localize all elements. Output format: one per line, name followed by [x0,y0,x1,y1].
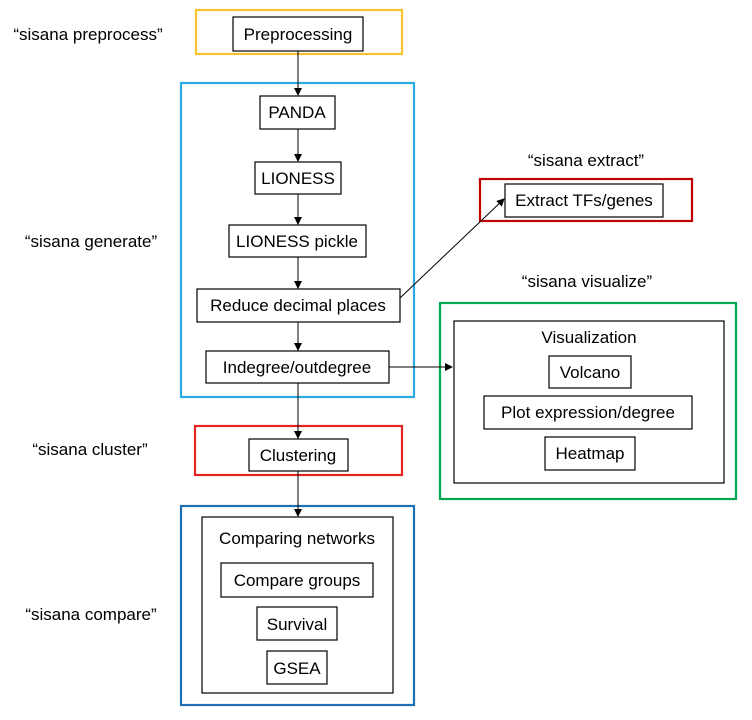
plot-expression-box [483,395,693,430]
compare-command: “sisana compare” [25,605,157,624]
lioness-label: LIONESS [261,169,335,188]
extract-frame [478,177,694,223]
degree-label: Indegree/outdegree [223,358,371,377]
visualize-frame [438,301,738,501]
preprocessing-box [232,16,364,52]
visualization-label: Visualization [541,328,636,347]
volcano-label: Volcano [560,363,621,382]
visualize-command: “sisana visualize” [522,272,653,291]
lioness-box [254,161,342,195]
clustering-label: Clustering [260,446,337,465]
cluster-command: “sisana cluster” [32,440,148,459]
panda-label: PANDA [268,103,326,122]
degree-box [205,350,390,384]
survival-label: Survival [267,615,327,634]
gsea-label: GSEA [273,659,321,678]
extract-label: Extract TFs/genes [515,191,653,210]
comparing-networks-label: Comparing networks [219,529,375,548]
extract-command: “sisana extract” [528,151,645,170]
survival-box [256,606,338,641]
reduce-decimal-label: Reduce decimal places [210,296,386,315]
lioness-pickle-label: LIONESS pickle [236,232,358,251]
reduce-decimal-box [196,288,401,323]
volcano-box [548,355,632,389]
compare-groups-label: Compare groups [234,571,361,590]
panda-box [259,95,336,130]
lioness-pickle-box [228,224,367,258]
arrow-reduce-to-extract [399,198,505,299]
preprocessing-label: Preprocessing [244,25,353,44]
compare-groups-box [220,562,374,598]
extract-box [504,183,664,218]
comparing-networks-panel [201,516,394,694]
plot-expression-label: Plot expression/degree [501,403,675,422]
preprocess-frame [194,8,404,56]
preprocess-command: “sisana preprocess” [13,25,163,44]
heatmap-label: Heatmap [556,444,625,463]
gsea-box [266,650,328,685]
heatmap-box [544,436,636,471]
generate-command: “sisana generate” [25,232,158,251]
clustering-box [248,438,349,472]
